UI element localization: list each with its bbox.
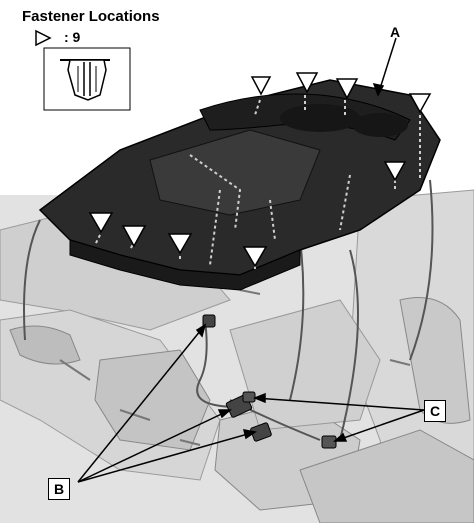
fastener-markers — [88, 72, 432, 268]
wire-harness — [23, 179, 434, 441]
legend-fastener-icon — [35, 29, 52, 47]
fastener-triangle-icon — [167, 233, 193, 255]
fastener-triangle-icon — [242, 246, 268, 268]
fastener-triangle-icon — [250, 76, 272, 96]
callout-a-label: A — [390, 24, 401, 40]
fastener-triangle-icon — [335, 78, 359, 100]
fastener-triangle-icon — [121, 225, 147, 248]
fastener-triangle-icon — [383, 161, 407, 182]
callout-c-label: C — [424, 400, 446, 422]
leader-lines — [77, 37, 425, 483]
fastener-count: : 9 — [64, 29, 81, 45]
fastener-triangle-icon — [295, 72, 319, 94]
diagram-title: Fastener Locations — [22, 8, 160, 25]
connectors-c — [242, 391, 337, 449]
clip-detail-icon — [43, 47, 131, 111]
callout-b-label: B — [48, 478, 70, 500]
fastener-triangle-icon — [408, 93, 432, 114]
fastener-triangle-icon — [88, 212, 114, 234]
